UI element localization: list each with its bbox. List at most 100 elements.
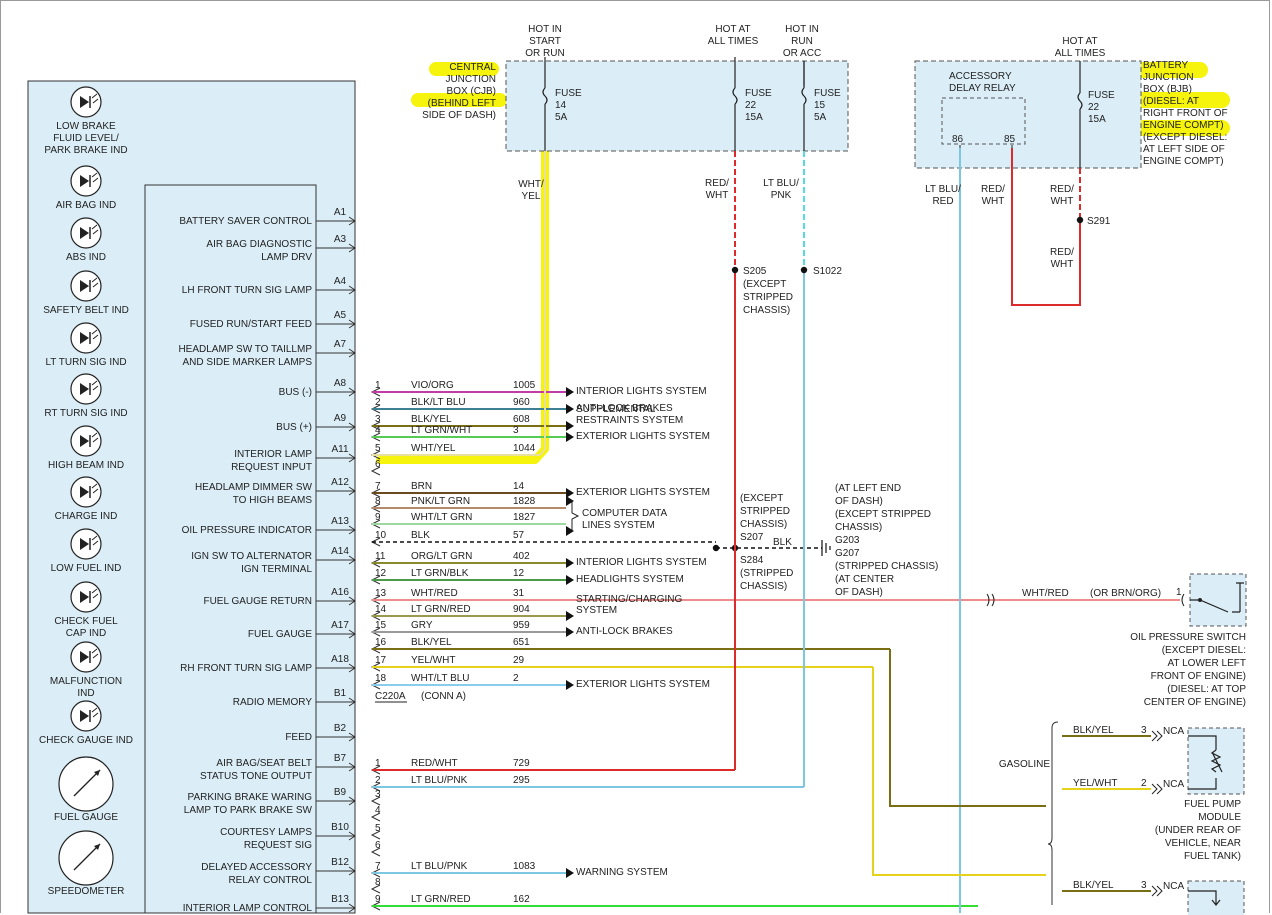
wire-pin-number: 12 (375, 568, 387, 579)
gauge-needle (73, 769, 101, 797)
pin-arrow (348, 697, 356, 707)
pin-number: B7 (334, 753, 347, 764)
wire-destination: INTERIOR LIGHTS SYSTEM (576, 557, 707, 568)
arrow-icon (566, 432, 574, 442)
lamp-icon (70, 86, 102, 118)
pin-arrow (348, 285, 356, 295)
pin-label: FUEL GAUGE (248, 629, 312, 640)
wire-circuit-number: 960 (513, 397, 530, 408)
lamp-icon (70, 528, 102, 560)
arrow-icon (566, 387, 574, 397)
lamp-icon (70, 322, 102, 354)
pin-label: BUS (+) (276, 422, 312, 433)
lamp-ray (91, 707, 98, 713)
fuel-wire-label: BLK/YEL (1073, 725, 1114, 736)
arrow-icon (566, 575, 574, 585)
fuse-icon (732, 87, 738, 105)
pin-arrow (348, 796, 356, 806)
wht-yel-label: WHT/YEL (518, 179, 544, 202)
pin-arrow (348, 762, 356, 772)
lamp-icon (70, 700, 102, 732)
lamp-diode (80, 435, 89, 447)
lamp-ray (92, 437, 99, 443)
pin-number: A3 (334, 234, 347, 245)
fuel-pin-number: 2 (1141, 778, 1147, 789)
pin-number: A1 (334, 207, 347, 218)
indicator-label: CHARGE IND (55, 511, 118, 522)
lamp-ray (92, 98, 99, 104)
wire-pin-number: 9 (375, 512, 381, 523)
pin-number: A17 (331, 620, 349, 631)
wire-pin-number: 5 (375, 443, 381, 454)
pin-arrow (348, 216, 356, 226)
wire-circuit-number: 1044 (513, 443, 536, 454)
lamp-ray (91, 432, 98, 438)
arrow-icon (566, 680, 574, 690)
pin-number: A8 (334, 378, 347, 389)
switch-contact (1198, 598, 1202, 602)
wire-circuit-number: 608 (513, 414, 530, 425)
wire-pin-number: 14 (375, 604, 387, 615)
wire-pin-number: 6 (375, 840, 381, 851)
pin-arrow (348, 486, 356, 496)
wire-color-label: WHT/LT BLU (411, 673, 470, 684)
arrow-icon (566, 421, 574, 431)
battery-junction-box (914, 60, 1142, 169)
relay-pin-86: 86 (952, 134, 964, 145)
lamp-diode (80, 280, 89, 292)
wire-destination: INTERIOR LIGHTS SYSTEM (576, 386, 707, 397)
wire-circuit-number: 57 (513, 530, 525, 541)
arrow-icon (566, 496, 574, 506)
oil-wire-alt-label: (OR BRN/ORG) (1090, 588, 1161, 599)
wire-circuit-number: 162 (513, 894, 530, 905)
connector-chevron (370, 884, 381, 894)
lamp-ray (92, 229, 99, 235)
indicator-label: SPEEDOMETER (48, 886, 125, 897)
pin-arrow (348, 319, 356, 329)
lamp-icon (70, 425, 102, 457)
lamp-ray (92, 385, 99, 391)
blk-label: BLK (773, 537, 792, 548)
indicator-label: FUEL GAUGE (54, 812, 118, 823)
pin-number: A18 (331, 654, 349, 665)
lamp-ray (92, 334, 99, 340)
connector-chevron (1151, 885, 1163, 897)
nca-label: NCA (1163, 726, 1184, 737)
wire-circuit-number: 31 (513, 588, 525, 599)
wire-pin-number: 6 (375, 459, 381, 470)
connector-chevron (370, 466, 381, 476)
pin-number: A14 (331, 546, 349, 557)
s1022-dot (800, 266, 808, 274)
connector-chevron (370, 830, 381, 840)
wire (889, 649, 1046, 807)
fuse-icon (542, 87, 548, 105)
wire-pin-number: 17 (375, 655, 387, 666)
indicator-label: HIGH BEAM IND (48, 460, 124, 471)
arrow-icon (566, 868, 574, 878)
lt-blu-pnk-label: LT BLU/PNK (763, 178, 799, 201)
pin-arrow (348, 663, 356, 673)
pin-number: A9 (334, 413, 347, 424)
lamp-diode (80, 175, 89, 187)
lamp-icon (70, 217, 102, 249)
wire (539, 151, 546, 456)
red-wht-label: RED/WHT (981, 184, 1005, 207)
fuse-icon (801, 87, 807, 105)
pin-number: A4 (334, 276, 347, 287)
wire-circuit-number: 402 (513, 551, 530, 562)
wire-destination: EXTERIOR LIGHTS SYSTEM (576, 431, 710, 442)
splice-s291-note: S291 (1087, 216, 1111, 227)
